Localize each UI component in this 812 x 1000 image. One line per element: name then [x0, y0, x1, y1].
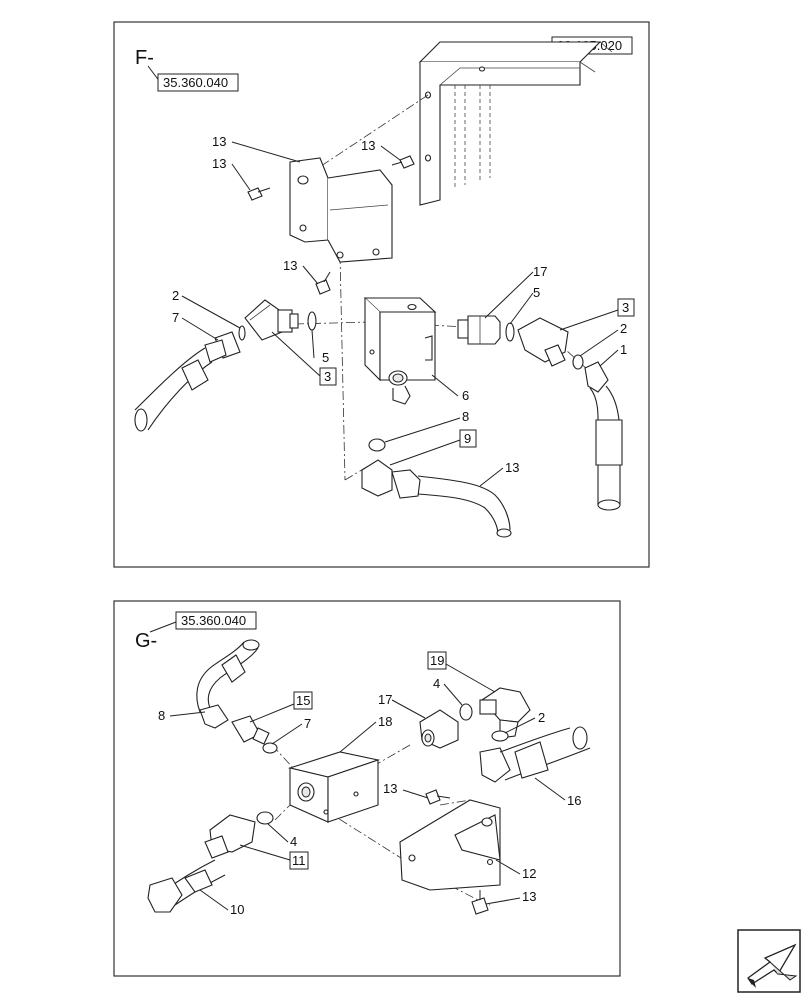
- o-ring-7[interactable]: [368, 438, 386, 452]
- callout-2-right: 2: [620, 321, 627, 336]
- arrow-back-icon: [747, 943, 798, 988]
- callout-4-g-top: 4: [433, 676, 440, 691]
- callout-5: 7: [172, 310, 179, 325]
- callout-8: 13: [505, 460, 519, 475]
- hose-16[interactable]: [479, 726, 591, 783]
- hose-8-g[interactable]: [196, 639, 260, 729]
- o-ring-2-right[interactable]: [572, 354, 584, 370]
- o-ring-4-left[interactable]: [307, 311, 317, 331]
- callout-7-g: 7: [304, 716, 311, 731]
- o-ring-2-left[interactable]: [238, 325, 246, 341]
- elbow-fitting-19[interactable]: [479, 687, 531, 739]
- callout-13-g-a: 13: [383, 781, 397, 796]
- section-g-ref[interactable]: 35.360.040: [181, 613, 246, 628]
- elbow-fitting-9[interactable]: [361, 459, 421, 499]
- elbow-fitting-left[interactable]: [244, 299, 299, 341]
- elbow-fitting-11[interactable]: [204, 814, 256, 859]
- bolt-13-g-b[interactable]: [471, 890, 489, 915]
- section-f-ref[interactable]: 35.360.040: [163, 75, 228, 90]
- o-ring-7-g[interactable]: [262, 742, 278, 754]
- o-ring-4-right[interactable]: [505, 322, 515, 342]
- section-f-letter: F-: [135, 47, 154, 69]
- o-ring-4-g-top[interactable]: [459, 703, 473, 721]
- boxed-19[interactable]: 19: [430, 653, 444, 668]
- boxed-9[interactable]: 9: [464, 431, 471, 446]
- callout-10: 10: [230, 902, 244, 917]
- callout-17-g: 17: [378, 692, 392, 707]
- callout-4-g-bottom: 4: [290, 834, 297, 849]
- hose-1[interactable]: [584, 361, 623, 511]
- back-nav-button[interactable]: [737, 929, 801, 993]
- section-g-ref-box[interactable]: [175, 611, 257, 630]
- callout-4-right: 5: [533, 285, 540, 300]
- callout-4-left: 5: [322, 350, 329, 365]
- callout-18: 18: [378, 714, 392, 729]
- bolt-13-a[interactable]: [247, 187, 271, 201]
- hose-10[interactable]: [147, 859, 226, 913]
- callout-7: 8: [462, 409, 469, 424]
- boxed-ref-19[interactable]: [427, 651, 447, 670]
- boxed-ref-3-right[interactable]: [617, 298, 635, 317]
- callout-13-b: 13: [361, 138, 375, 153]
- callout-16: 16: [567, 793, 581, 808]
- section-f-callouts: 13 13 13 13 2 7 5 3 17 5 3 2 1 6 8 9: [172, 134, 635, 487]
- o-ring-2-g[interactable]: [491, 730, 509, 742]
- section-f-frame: [113, 21, 650, 568]
- bolt-13-b[interactable]: [391, 155, 415, 169]
- section-g-callouts: 19 4 17 18 2 16 15 8 7 13 4 11 10 12 13: [158, 651, 581, 917]
- adapter-15[interactable]: [231, 715, 270, 745]
- adapter-17[interactable]: [457, 315, 501, 345]
- boxed-ref-15[interactable]: [293, 691, 313, 710]
- boxed-ref-3-left[interactable]: [319, 367, 337, 386]
- section-g-letter: G-: [135, 630, 157, 652]
- boxed-15[interactable]: 15: [296, 693, 310, 708]
- valve-block-6[interactable]: [363, 297, 437, 405]
- hose-8[interactable]: [417, 475, 512, 538]
- callout-14: 13: [212, 134, 226, 149]
- callout-6: 6: [462, 388, 469, 403]
- bolt-13-c[interactable]: [315, 271, 331, 295]
- chassis-frame: [418, 41, 613, 206]
- boxed-ref-11[interactable]: [289, 851, 309, 870]
- callout-13-g-b: 13: [522, 889, 536, 904]
- section-g-frame: [113, 600, 621, 977]
- callout-8-g: 8: [158, 708, 165, 723]
- elbow-fitting-right[interactable]: [517, 317, 569, 367]
- callout-17: 17: [533, 264, 547, 279]
- boxed-11[interactable]: 11: [292, 853, 306, 868]
- hose-5[interactable]: [134, 331, 241, 432]
- bracket-14[interactable]: [289, 157, 393, 263]
- bracket-12[interactable]: [399, 799, 501, 891]
- callout-1: 1: [620, 342, 627, 357]
- callout-2-g: 2: [538, 710, 545, 725]
- adapter-17-g[interactable]: [419, 709, 459, 749]
- callout-13-c: 13: [283, 258, 297, 273]
- boxed-3-left[interactable]: 3: [324, 369, 331, 384]
- bolt-13-g-a[interactable]: [425, 789, 451, 805]
- valve-block-18[interactable]: [287, 751, 381, 823]
- boxed-ref-9[interactable]: [459, 429, 477, 448]
- section-f-ref-box[interactable]: [157, 73, 239, 92]
- boxed-3-right[interactable]: 3: [622, 300, 629, 315]
- o-ring-4-g-bottom[interactable]: [256, 811, 274, 825]
- callout-2-left: 2: [172, 288, 179, 303]
- callout-12: 12: [522, 866, 536, 881]
- callout-13-a: 13: [212, 156, 226, 171]
